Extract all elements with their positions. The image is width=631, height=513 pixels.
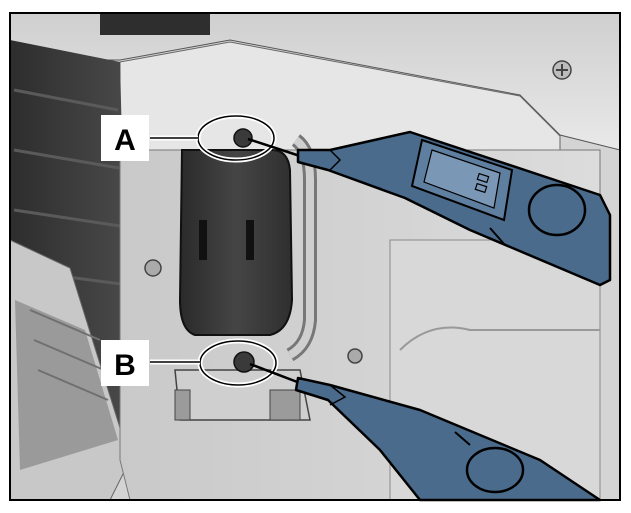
- panel-contour: [399, 326, 600, 351]
- connector-block: [178, 149, 294, 336]
- terminal-screw-icon: [552, 60, 572, 80]
- top-dark-strip: [100, 13, 210, 35]
- probe-a-button: [527, 183, 587, 237]
- connector-slot-right: [246, 220, 254, 260]
- callout-label-b: B: [114, 349, 136, 382]
- probe-a-body: [296, 130, 612, 287]
- callout-box-b: [101, 340, 149, 386]
- image-frame-border: [9, 12, 621, 501]
- voltage-tester-probe-b-icon: [249, 362, 602, 502]
- terminal-a: [233, 128, 253, 148]
- screw-right-icon: [347, 348, 363, 364]
- rail-ribs: [29, 309, 109, 401]
- screw-left-icon: [144, 259, 162, 277]
- connector-slot-left: [199, 220, 207, 260]
- voltage-tester-probe-icon: [247, 130, 612, 287]
- terminal-b: [233, 351, 255, 373]
- callout-box-a: [101, 115, 149, 161]
- probe-b-button: [465, 446, 525, 494]
- pipe-highlight: [287, 136, 314, 359]
- callout-label-a: A: [114, 124, 136, 157]
- probe-a-screen: [423, 149, 501, 209]
- bracket-clips: [174, 389, 301, 421]
